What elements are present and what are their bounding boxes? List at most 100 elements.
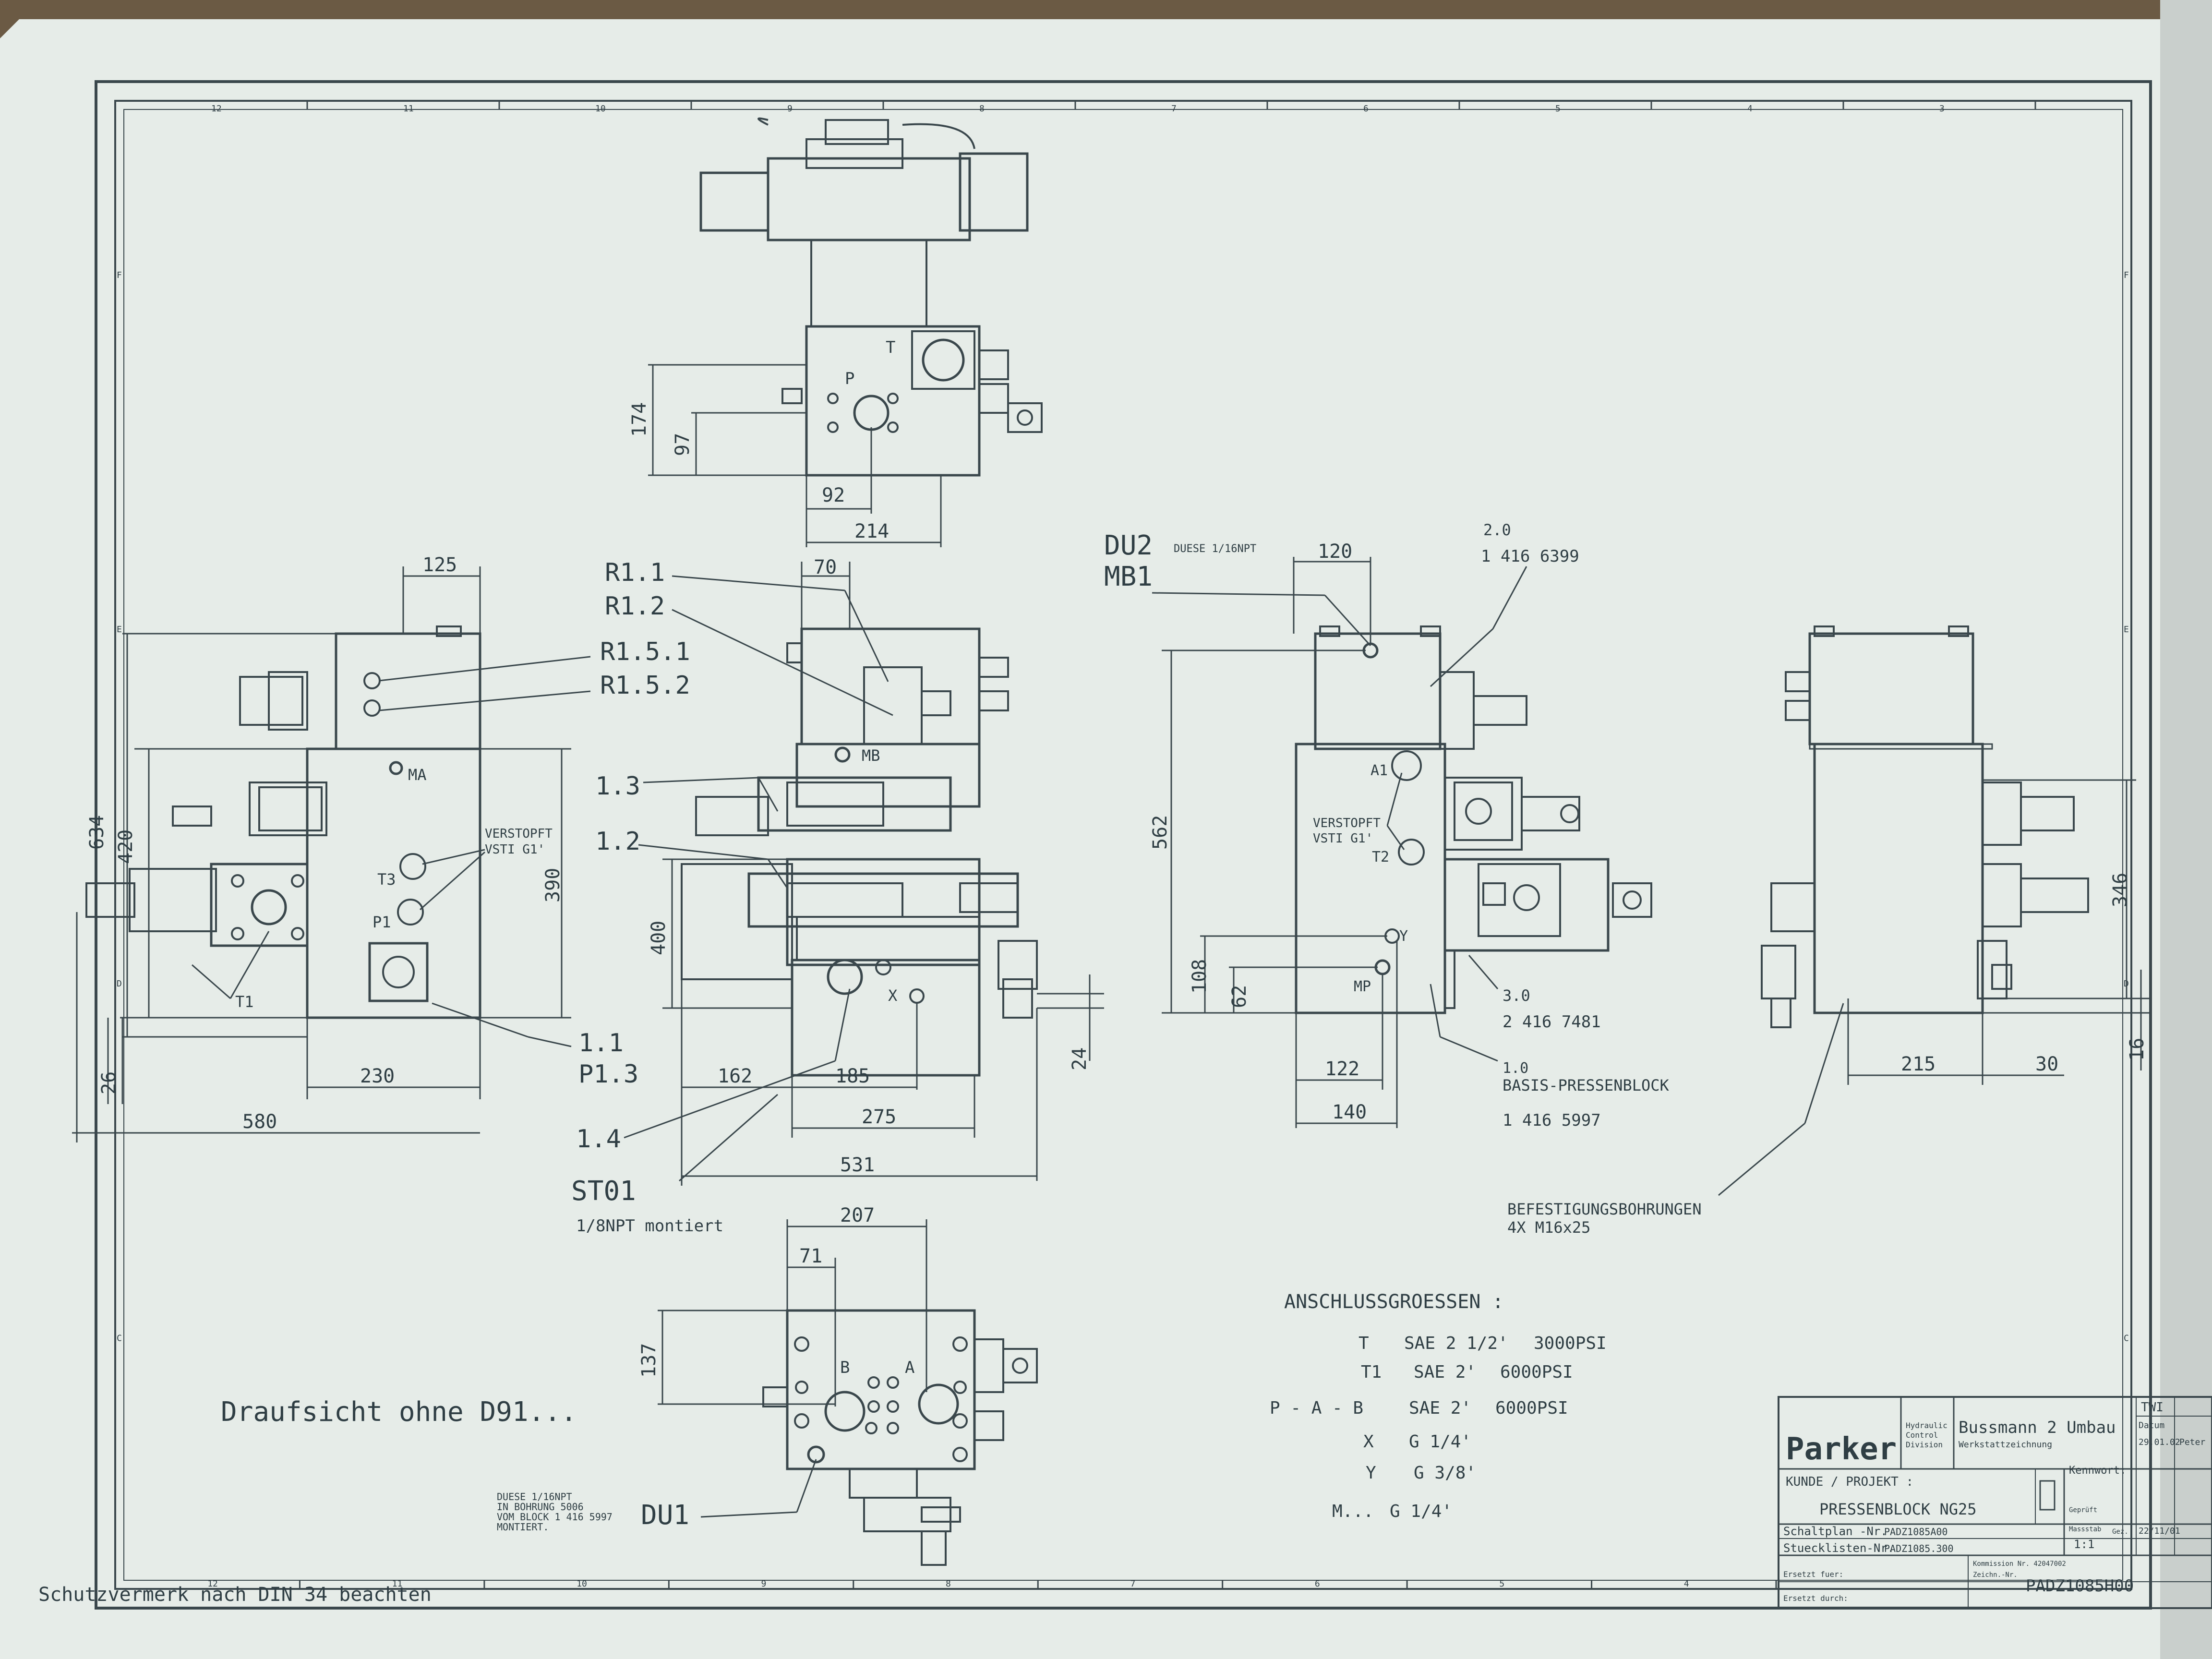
dim-400: 400 [648,921,670,955]
anschluss-port: X [1363,1432,1374,1452]
title-block [1778,1396,2212,1609]
dim-162: 162 [718,1065,752,1087]
callout-r11: R1.1 [605,558,665,587]
label-t3: T3 [377,870,396,889]
label-vsti-left: VSTI G1' [485,842,545,857]
anschluss-size: SAE 2 1/2' [1404,1334,1508,1353]
bottom-view-dimensions [658,1219,927,1518]
anschluss-size: G 1/4' [1409,1432,1471,1452]
anschluss-row: Y G 3/8' [1366,1463,1476,1483]
title-date2: 22/11/01 [2139,1526,2180,1536]
title-twi: TWI [2141,1400,2164,1415]
frame-number-bottom: 8 [946,1579,951,1589]
part-30-no: 2 416 7481 [1503,1012,1601,1032]
anschluss-pressure: 3000PSI [1534,1334,1607,1353]
parker-logo: Parker [1786,1431,1897,1467]
frame-number-top: 11 [403,104,414,114]
title-zeichn: Zeichn.-Nr. [1973,1571,2018,1579]
left-view-block [85,625,481,1019]
paper-sheet [0,19,2212,1659]
callout-c14: 1.4 [576,1125,621,1154]
division-line2: Control [1906,1431,1938,1440]
top-port-p: P [845,369,854,388]
dim-275: 275 [862,1106,896,1128]
frame-number-bottom: 11 [392,1579,403,1589]
frame-letter-left: C [117,1333,122,1343]
frame-number-top: 5 [1555,104,1561,114]
bottom-port-a: A [905,1358,914,1377]
part-30: 3.0 [1503,986,1530,1005]
dim-70: 70 [814,556,837,578]
label-verstopft-side: VERSTOPFT [1313,816,1381,830]
title-stueckliste-no: PADZ1085.300 [1884,1543,1954,1554]
label-mp: MP [1354,978,1371,995]
frame-number-top: 7 [1171,104,1177,114]
frame-number-bottom: 9 [761,1579,767,1589]
dim-230: 230 [360,1065,395,1087]
title-name: PRESSENBLOCK NG25 [1819,1500,1977,1518]
frame-number-top: 10 [595,104,606,114]
dim-346: 346 [2109,873,2131,907]
title-schaltplan-label: Schaltplan -Nr. [1783,1525,1887,1538]
anschluss-port: T [1358,1334,1369,1353]
dim-174: 174 [628,402,650,437]
dim-531: 531 [840,1154,875,1176]
title-kommission: Kommission Nr. 42047002 [1973,1560,2066,1568]
dim-185: 185 [835,1065,870,1087]
title-stueckliste-label: Stuecklisten-Nr. [1783,1541,1894,1555]
bottom-port-b: B [840,1358,850,1377]
anschluss-pressure: 6000PSI [1495,1398,1568,1418]
label-vsti-side: VSTI G1' [1313,831,1373,846]
anschluss-row: T1 SAE 2' 6000PSI [1361,1362,1573,1382]
label-du2-note: DUESE 1/16NPT [1174,543,1256,555]
top-port-t: T [886,338,895,357]
label-p1: P1 [373,913,391,931]
part-10-no: 1 416 5997 [1503,1111,1601,1130]
dim-207: 207 [840,1204,875,1226]
callout-leaders [379,575,893,1182]
title-ersetzt-durch: Ersetzt durch: [1783,1594,1848,1603]
title-massstab: Massstab [2069,1526,2101,1533]
frame-number-bottom: 6 [1315,1579,1320,1589]
side-view-dimensions [1162,557,1398,1128]
anschluss-port: Y [1366,1463,1376,1483]
frame-number-top: 9 [787,104,793,114]
frame-letter-right: E [2124,625,2129,635]
anschluss-size: SAE 2' [1409,1398,1471,1418]
front-view-block [681,627,1038,1077]
dim-30: 30 [2035,1053,2058,1075]
label-befestigung: BEFESTIGUNGSBOHRUNGEN [1507,1200,1702,1218]
dim-137: 137 [638,1343,660,1378]
dim-71: 71 [799,1245,822,1267]
label-verstopft-left: VERSTOPFT [485,827,553,841]
title-gez: Gez. [2112,1528,2128,1536]
dim-215: 215 [1901,1053,1936,1075]
right-view-dimensions [1718,779,2151,1196]
dim-420: 420 [115,830,137,864]
frame-letter-left: E [117,625,122,635]
duese-note-line2: IN BOHRUNG 5006 [497,1501,584,1513]
dim-26: 26 [98,1071,120,1094]
label-y: Y [1399,928,1408,945]
title-name-short: Peter [2179,1437,2205,1447]
anschluss-title: ANSCHLUSSGROESSEN : [1284,1291,1504,1313]
anschluss-size: SAE 2' [1414,1362,1476,1382]
dim-16: 16 [2126,1038,2148,1061]
callout-r12: R1.2 [605,592,665,621]
label-befestigung-spec: 4X M16x25 [1507,1218,1590,1237]
frame-number-top: 12 [211,104,222,114]
top-view-valve [699,117,1029,327]
part-20: 2.0 [1483,521,1511,539]
dim-562: 562 [1149,815,1171,850]
label-a1: A1 [1370,762,1388,779]
label-mb1: MB1 [1104,561,1153,592]
label-ma: MA [408,766,427,784]
dim-580: 580 [242,1111,277,1133]
division-line3: Division [1906,1440,1943,1449]
paper-edge [2160,0,2212,1659]
dim-62: 62 [1228,985,1250,1008]
side-view-block [1295,625,1652,1014]
anschluss-size: G 3/8' [1414,1463,1476,1483]
part-10: 1.0 [1503,1060,1528,1077]
